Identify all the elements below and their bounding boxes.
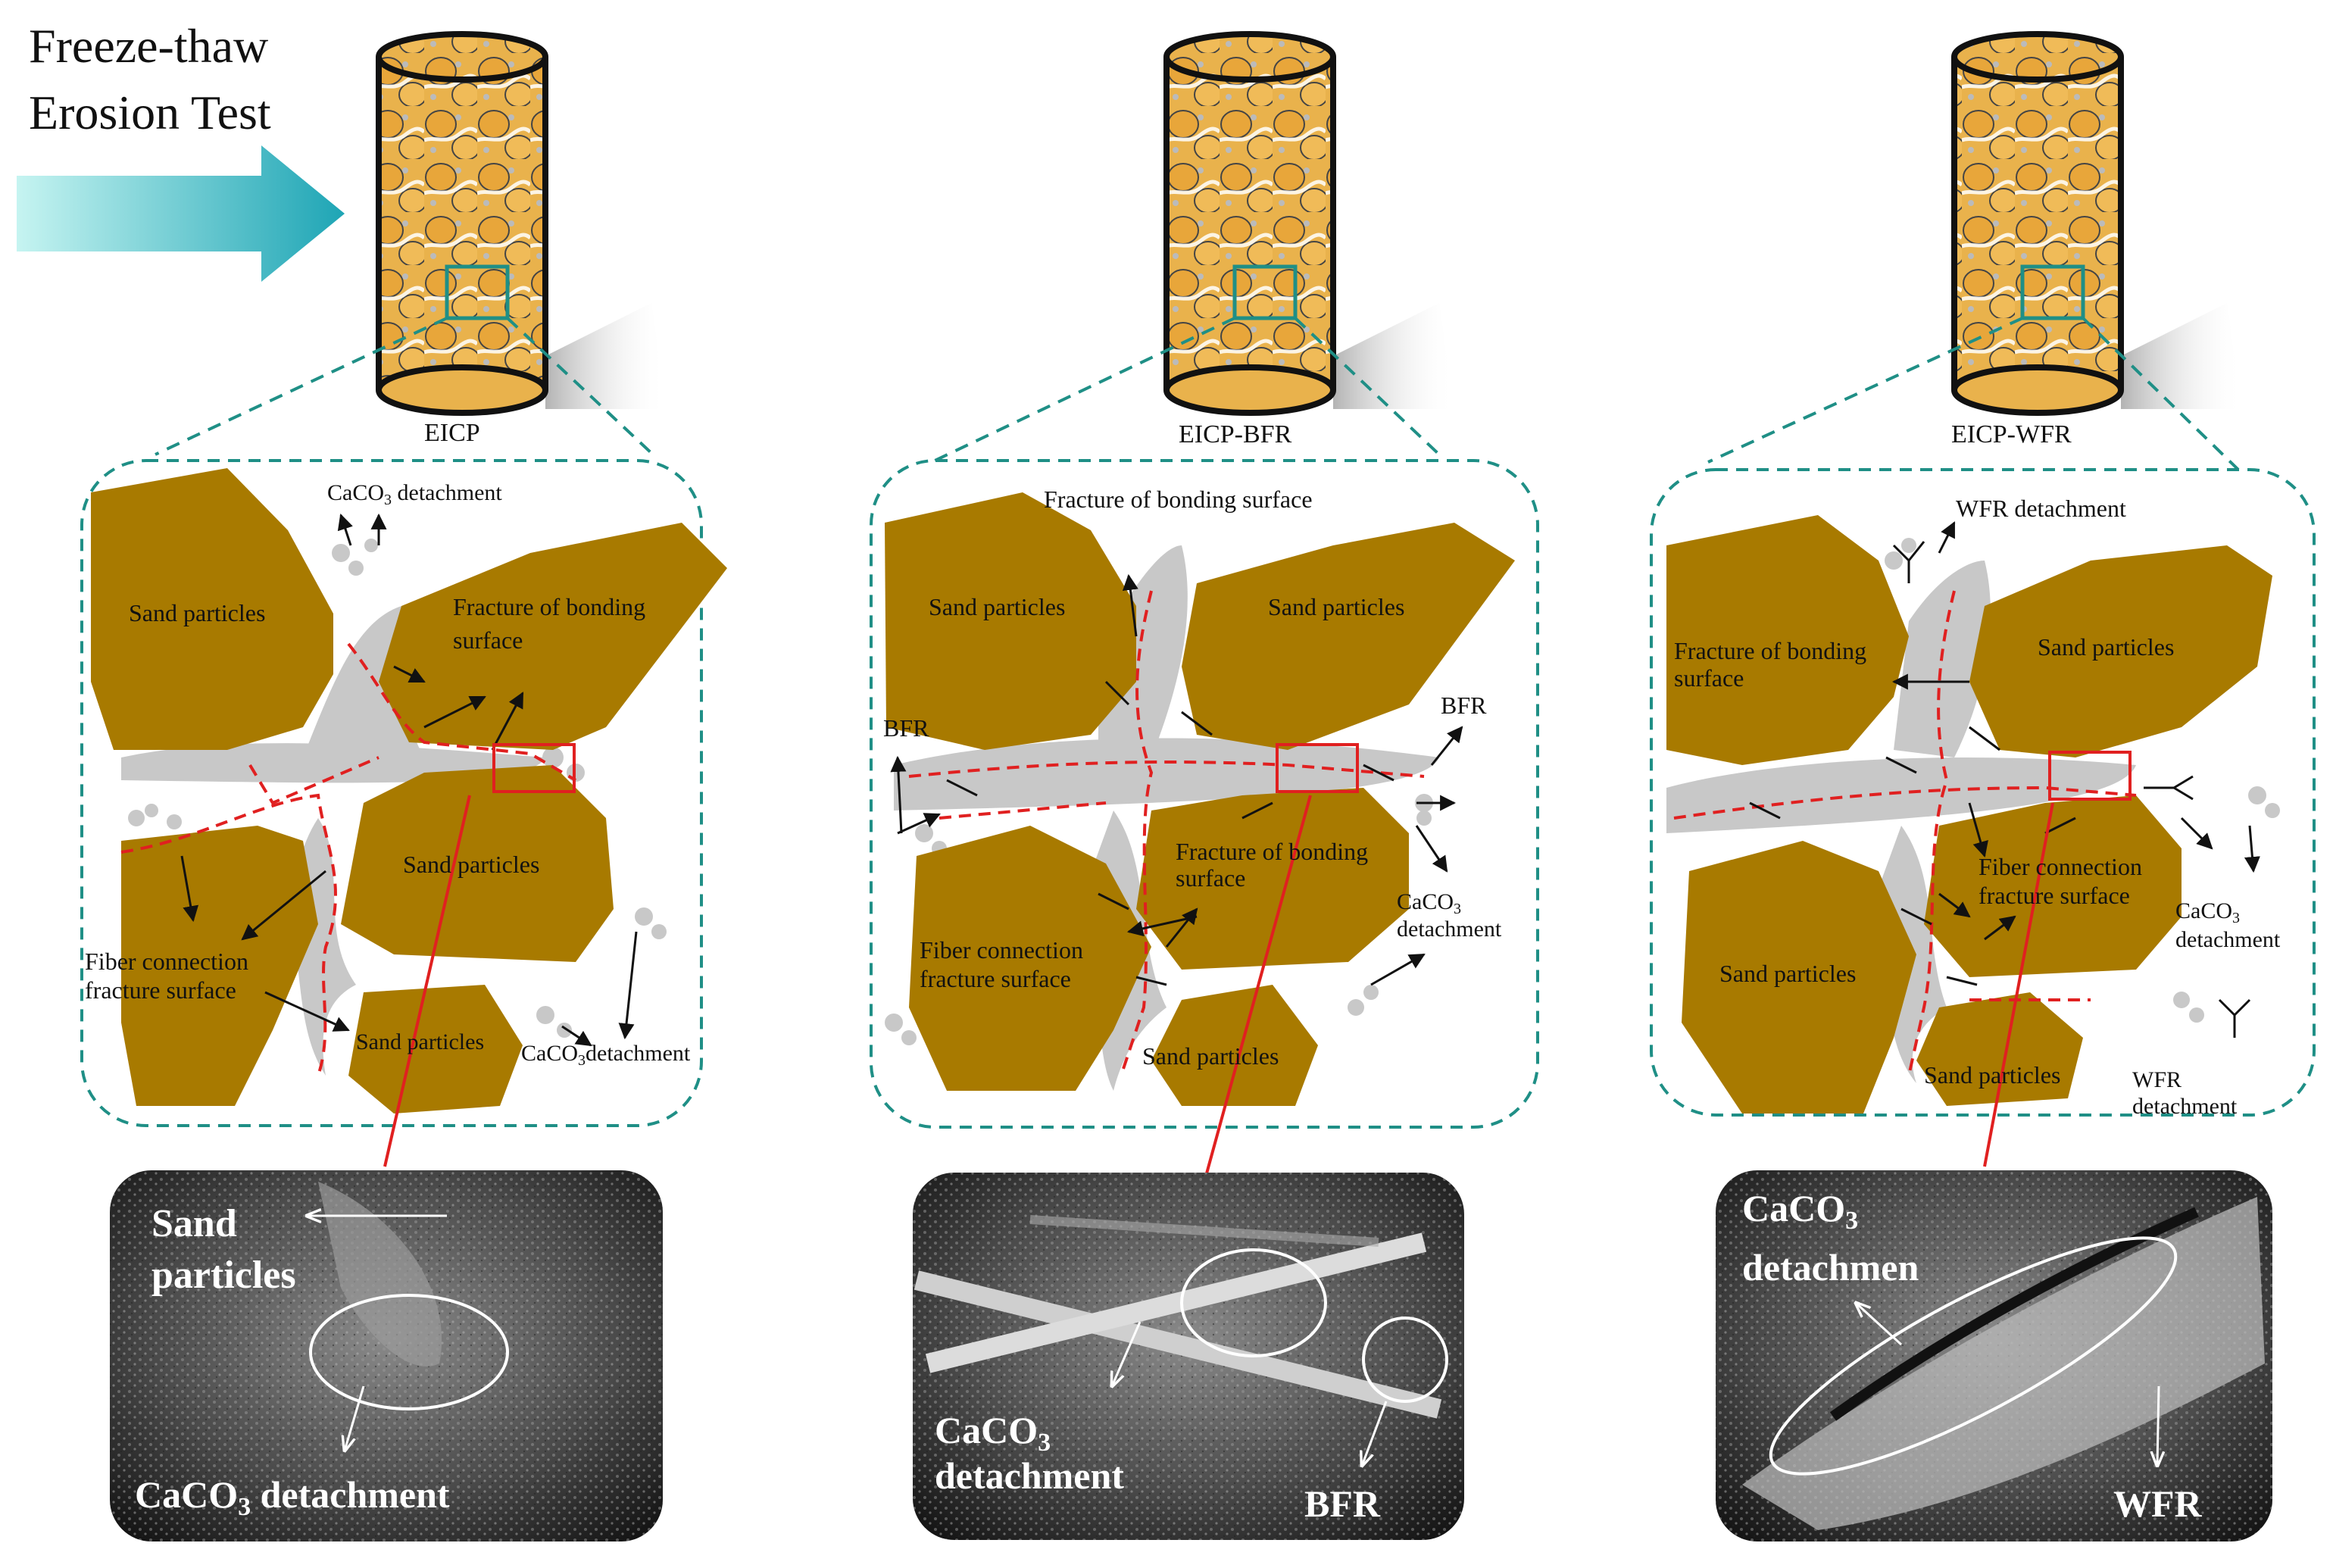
bfr-label: BFR xyxy=(1441,692,1487,719)
fiber-connection-label: Fiber connection xyxy=(920,936,1083,964)
fracture-lines xyxy=(908,590,1425,1076)
caco3-detachment-label: detachment xyxy=(2175,927,2281,952)
sem-caco3-detachment-label: detachmen xyxy=(1742,1246,1919,1288)
sem-image-eicp: Sand particles CaCO3 detachment xyxy=(110,1170,663,1541)
title-line-1: Freeze-thaw xyxy=(29,19,268,73)
zoom-panel-eicp-wfr xyxy=(1650,468,2316,1117)
caco3-label: CaCO3 xyxy=(1397,889,1461,917)
sample-label-eicp-bfr: EICP-BFR xyxy=(1179,420,1292,448)
arrows xyxy=(1891,521,2260,941)
sand-particle xyxy=(1666,515,1909,765)
sand-particles-label: Sand particles xyxy=(2038,633,2174,661)
sand-particle xyxy=(1916,992,2083,1106)
fiber-connection-label-2: fracture surface xyxy=(85,976,236,1004)
caco3-detachment-label: detachment xyxy=(1397,917,1502,942)
sand-particle xyxy=(885,492,1136,750)
sand-particles-label: Sand particles xyxy=(1142,1042,1279,1070)
cylinder-specimen-icon xyxy=(1163,31,1454,416)
cylinder-specimen-icon xyxy=(376,31,667,416)
fiber-connection-label-2: fracture surface xyxy=(1979,882,2130,909)
zoom-panel-eicp xyxy=(80,459,703,1127)
sem-caco3-detachment-label: CaCO3 detachment xyxy=(135,1473,450,1521)
sample-label-eicp-wfr: EICP-WFR xyxy=(1951,420,2072,448)
arrows xyxy=(180,513,638,1047)
fracture-bonding-label: Fracture of bonding xyxy=(1674,637,1866,664)
column-eicp: EICP xyxy=(80,31,727,1541)
sand-particle xyxy=(1924,795,2182,977)
fracture-bonding-label: Fracture of bonding xyxy=(1176,838,1368,865)
fracture-bonding-label: Fracture of bonding surface xyxy=(1044,486,1313,513)
sand-particle xyxy=(348,985,523,1114)
sand-particle xyxy=(1136,788,1409,970)
fracture-lines xyxy=(1673,590,2137,1076)
fracture-bonding-label-2: surface xyxy=(1674,664,1744,692)
fiber-connection-label: Fiber connection xyxy=(1979,853,2142,880)
sand-particle xyxy=(91,468,333,750)
sand-particle xyxy=(1182,523,1515,750)
sand-particle xyxy=(379,523,727,750)
column-eicp-bfr: EICP-BFR xyxy=(870,31,1539,1540)
bfr-label: BFR xyxy=(883,714,929,742)
sand-particles-label: Sand particles xyxy=(1719,960,1856,987)
sand-particles-label: Sand particles xyxy=(1268,593,1404,620)
sand-particles-label: Sand particles xyxy=(1924,1061,2060,1089)
sem-caco3-label: CaCO3 xyxy=(1742,1187,1858,1235)
sem-wfr-label: WFR xyxy=(2113,1482,2203,1525)
arrows xyxy=(890,573,1463,986)
sand-particle xyxy=(909,826,1151,1091)
sand-particle xyxy=(341,765,614,962)
sand-particles-label: Sand particles xyxy=(929,593,1065,620)
sand-particles-label: Sand particles xyxy=(403,851,539,878)
sand-particle xyxy=(121,826,318,1106)
sem-bfr-label: BFR xyxy=(1304,1482,1381,1525)
fiber-connection-label: Fiber connection xyxy=(85,948,248,975)
sem-image-eicp-wfr: CaCO3 detachmen WFR xyxy=(1716,1170,2272,1541)
fracture-bonding-label-2: surface xyxy=(453,626,523,654)
sem-image-eicp-bfr: CaCO3 detachment BFR xyxy=(913,1173,1464,1540)
sem-caco3-label: CaCO3 xyxy=(935,1409,1051,1457)
sand-particle xyxy=(1151,985,1318,1106)
sand-particle xyxy=(1682,841,1916,1114)
fiber-strands xyxy=(946,680,1394,986)
wfr-detachment-label: WFR detachment xyxy=(1956,495,2126,522)
right-arrow-icon xyxy=(17,145,345,282)
sem-particles-label: particles xyxy=(151,1254,296,1297)
sem-sand-label: Sand xyxy=(151,1202,237,1245)
wfr-detachment-label-2: detachment xyxy=(2132,1094,2238,1119)
sand-particle xyxy=(1969,545,2272,757)
fracture-bonding-label: Fracture of bonding xyxy=(453,593,645,620)
sample-label-eicp: EICP xyxy=(424,419,480,447)
caco3-label: CaCO3 xyxy=(2175,898,2240,926)
fiber-connection-label-2: fracture surface xyxy=(920,965,1071,992)
caco3-detachment-label: CaCO3 detachment xyxy=(327,480,502,508)
sem-caco3-detachment-label: detachment xyxy=(935,1454,1124,1497)
cylinder-specimen-icon xyxy=(1951,31,2242,416)
zoom-panel-eicp-bfr xyxy=(870,459,1539,1129)
column-eicp-wfr: EICP-WFR xyxy=(1650,31,2316,1541)
sand-particles-label: Sand particles xyxy=(356,1029,484,1054)
fracture-bonding-label-2: surface xyxy=(1176,864,1245,892)
fracture-lines xyxy=(120,642,577,1076)
sand-particles-label: Sand particles xyxy=(129,599,265,626)
wfr-detachment-label: WFR xyxy=(2132,1067,2182,1092)
caco3-detachment-label: CaCO3detachment xyxy=(521,1041,691,1069)
fiber-strands xyxy=(1749,541,2251,1038)
title-line-2: Erosion Test xyxy=(29,86,271,139)
